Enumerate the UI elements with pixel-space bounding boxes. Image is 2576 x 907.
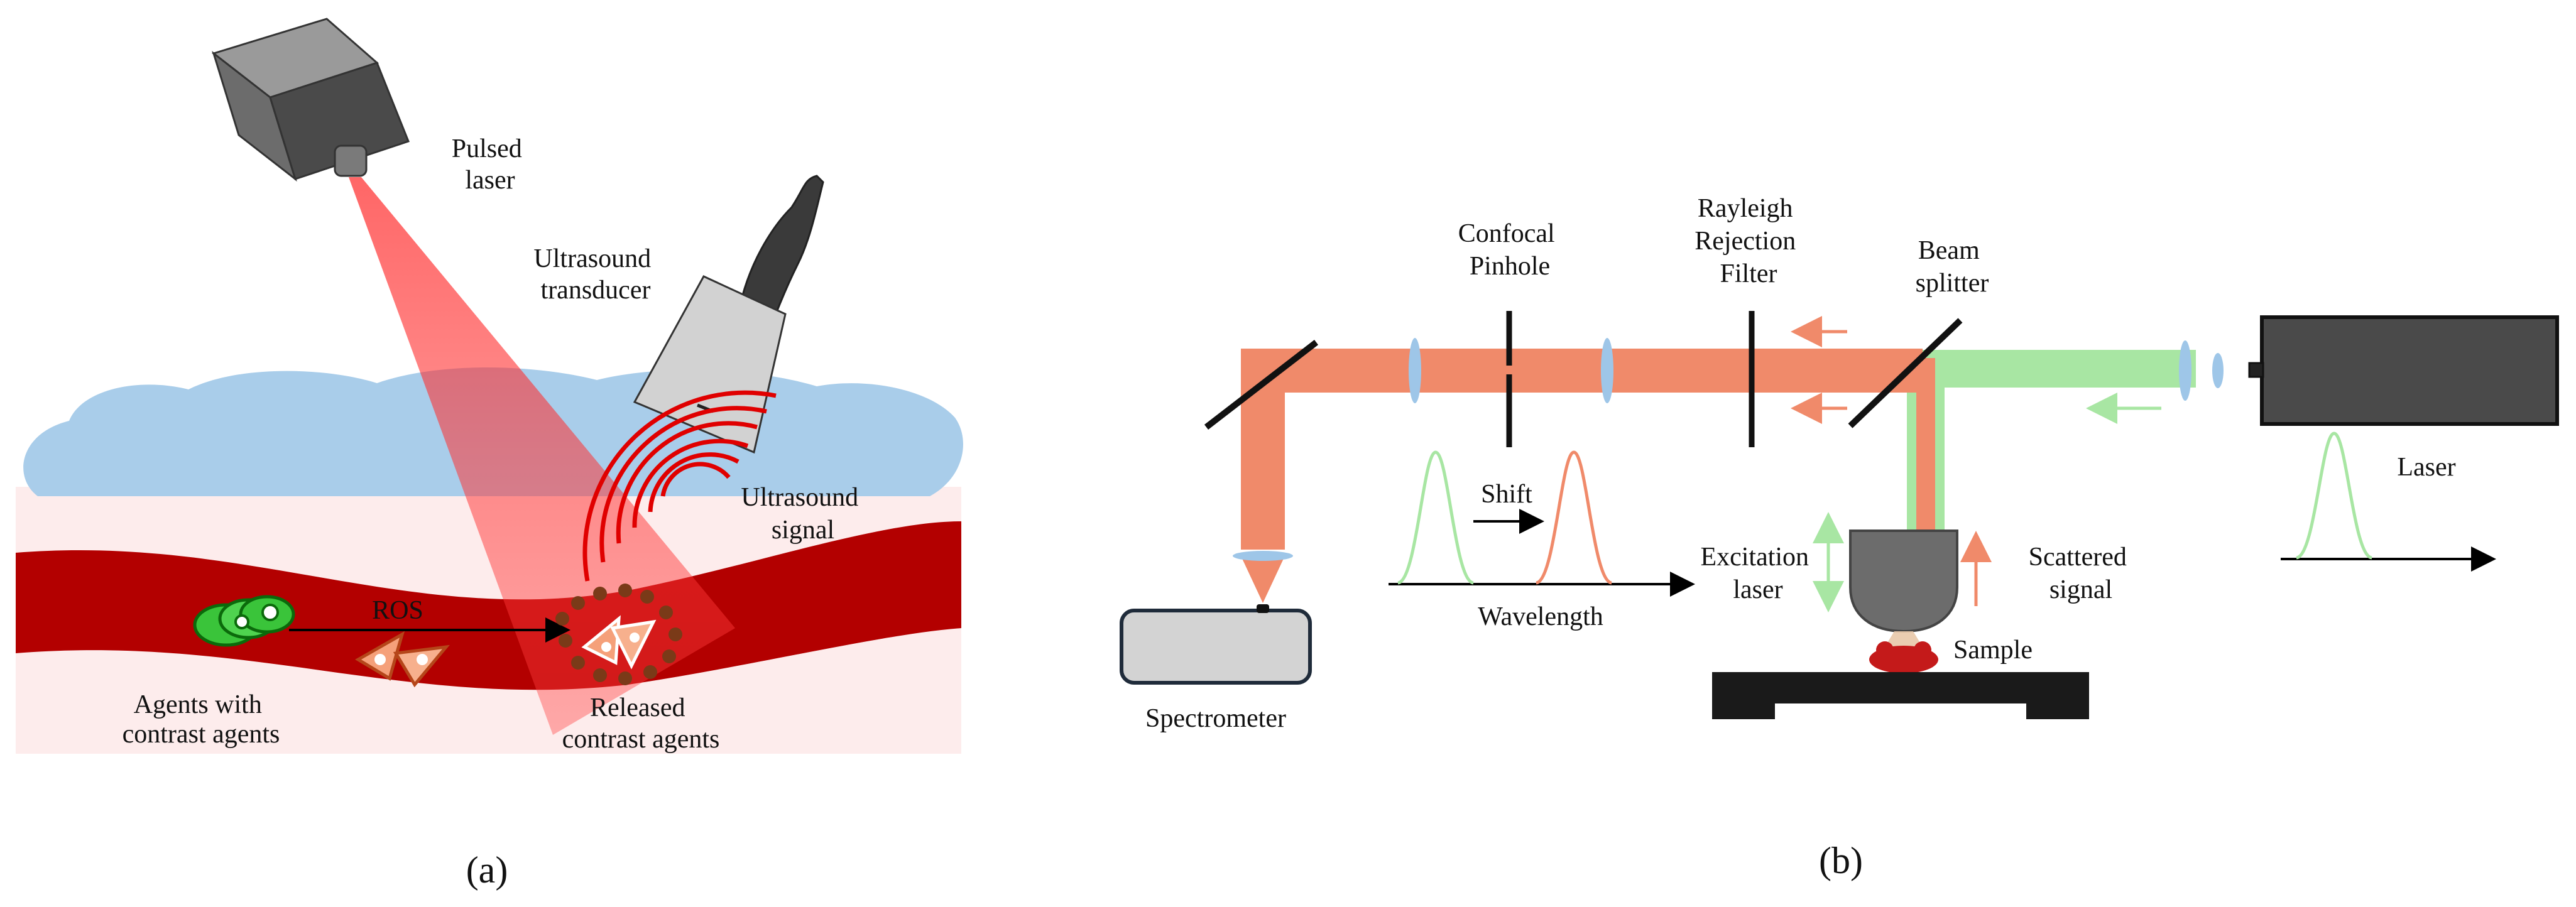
beam-splitter [1848, 318, 1963, 428]
blood-vessel [16, 521, 961, 690]
label-rayleigh-filter: Rayleigh Rejection Filter [1695, 194, 1802, 288]
objective-lens [1849, 530, 1958, 663]
label-sample: Sample [1953, 636, 2033, 665]
spectrometer-box [1120, 609, 1312, 685]
sample-stage [1712, 672, 2089, 719]
label-pulsed-laser: Pulsed laser [452, 134, 529, 195]
panel-b: Confocal Pinhole Rayleigh Rejection Filt… [1120, 194, 2559, 881]
sample [1869, 641, 1938, 673]
label-confocal-pinhole: Confocal Pinhole [1458, 219, 1561, 281]
peak-green [1397, 450, 1475, 585]
peak-orange [1535, 450, 1613, 585]
pulsed-laser-device [211, 18, 410, 182]
label-ultrasound-signal: Ultrasound signal [741, 483, 865, 545]
raman-beam-to-spectrometer [1241, 349, 1285, 550]
label-shift: Shift [1481, 480, 1532, 509]
lens-spectrometer [1233, 551, 1293, 561]
ultrasound-waves [582, 390, 777, 582]
lens-laser-1 [2179, 340, 2191, 401]
caption-a: (a) [466, 849, 508, 891]
released-contrast-agents [555, 584, 682, 685]
spectrometer-focus-cone [1241, 556, 1285, 603]
caption-b: (b) [1819, 840, 1863, 881]
laser-source [2260, 315, 2559, 426]
label-spectrometer: Spectrometer [1145, 704, 1286, 733]
label-scattered-signal: Scattered signal [2029, 543, 2134, 604]
label-ros: ROS [372, 596, 423, 625]
agent-cells-orange [355, 631, 450, 688]
lens-1 [1409, 338, 1421, 403]
laser-aperture [2248, 362, 2264, 378]
laser-beam-horizontal [1916, 350, 2196, 388]
label-ultrasound-transducer: Ultrasound transducer [533, 244, 657, 305]
laser-peak [2295, 432, 2373, 560]
raman-beam-focus [1414, 349, 1508, 393]
label-wavelength: Wavelength [1478, 602, 1603, 631]
label-beam-splitter: Beam splitter [1916, 236, 1989, 298]
panel-a: Pulsed laser Ultrasound transducer Ultra… [16, 18, 963, 891]
mirror-left [1204, 340, 1319, 430]
label-excitation-laser: Excitation laser [1700, 543, 1815, 604]
lens-2 [1601, 338, 1613, 403]
agent-cells-green [193, 595, 295, 647]
raman-beam-expand [1508, 349, 1605, 393]
label-laser: Laser [2397, 453, 2455, 482]
label-agents-with-contrast: Agents with contrast agents [123, 690, 280, 749]
lens-laser-2 [2212, 353, 2224, 388]
label-released-contrast: Released contrast agents [562, 693, 720, 754]
laser-cone [349, 177, 735, 735]
